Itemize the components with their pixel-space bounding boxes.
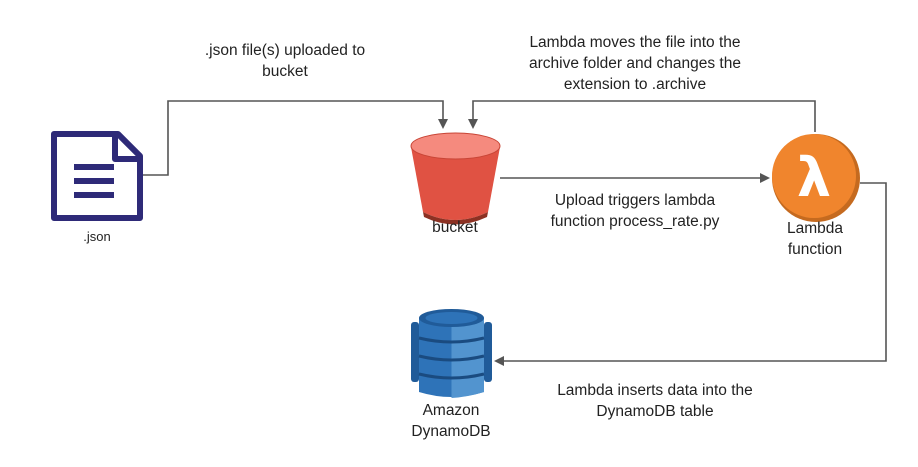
upload-edge-label-line-1: .json file(s) uploaded to <box>204 42 366 59</box>
upload-edge-label: .json file(s) uploaded to bucket <box>170 40 400 82</box>
lambda-label: Lambda function <box>765 218 865 260</box>
connector-upload <box>140 100 448 176</box>
dynamodb-icon <box>411 309 492 398</box>
svg-text:λ: λ <box>797 146 831 209</box>
document-label: .json <box>83 229 111 244</box>
dynamodb-label-line-1: Amazon <box>422 402 480 419</box>
connector-insert <box>494 182 887 366</box>
trigger-edge-label-line-2: function process_rate.py <box>550 213 720 230</box>
archive-edge-label-line-2: archive folder and changes the <box>529 55 741 72</box>
trigger-edge-label: Upload triggers lambda function process_… <box>520 190 750 232</box>
archive-edge-label-line-1: Lambda moves the file into the <box>529 34 741 51</box>
connector-archive <box>468 100 816 132</box>
trigger-edge-label-line-1: Upload triggers lambda <box>554 192 716 209</box>
insert-edge-label: Lambda inserts data into the DynamoDB ta… <box>530 380 780 422</box>
lambda-label-line-2: function <box>787 241 843 258</box>
lambda-icon: λ <box>772 134 860 222</box>
dynamodb-label: Amazon DynamoDB <box>396 400 506 442</box>
bucket-label: bucket <box>432 219 478 236</box>
lambda-label-line-1: Lambda <box>786 220 843 237</box>
document-icon <box>51 131 143 221</box>
archive-edge-label: Lambda moves the file into the archive f… <box>500 32 770 95</box>
upload-edge-label-line-2: bucket <box>262 63 308 80</box>
insert-edge-label-line-1: Lambda inserts data into the <box>557 382 753 399</box>
archive-edge-label-line-3: extension to .archive <box>563 76 707 93</box>
s3-bucket-icon <box>410 132 501 225</box>
dynamodb-label-line-2: DynamoDB <box>411 423 491 440</box>
insert-edge-label-line-2: DynamoDB table <box>596 403 714 420</box>
